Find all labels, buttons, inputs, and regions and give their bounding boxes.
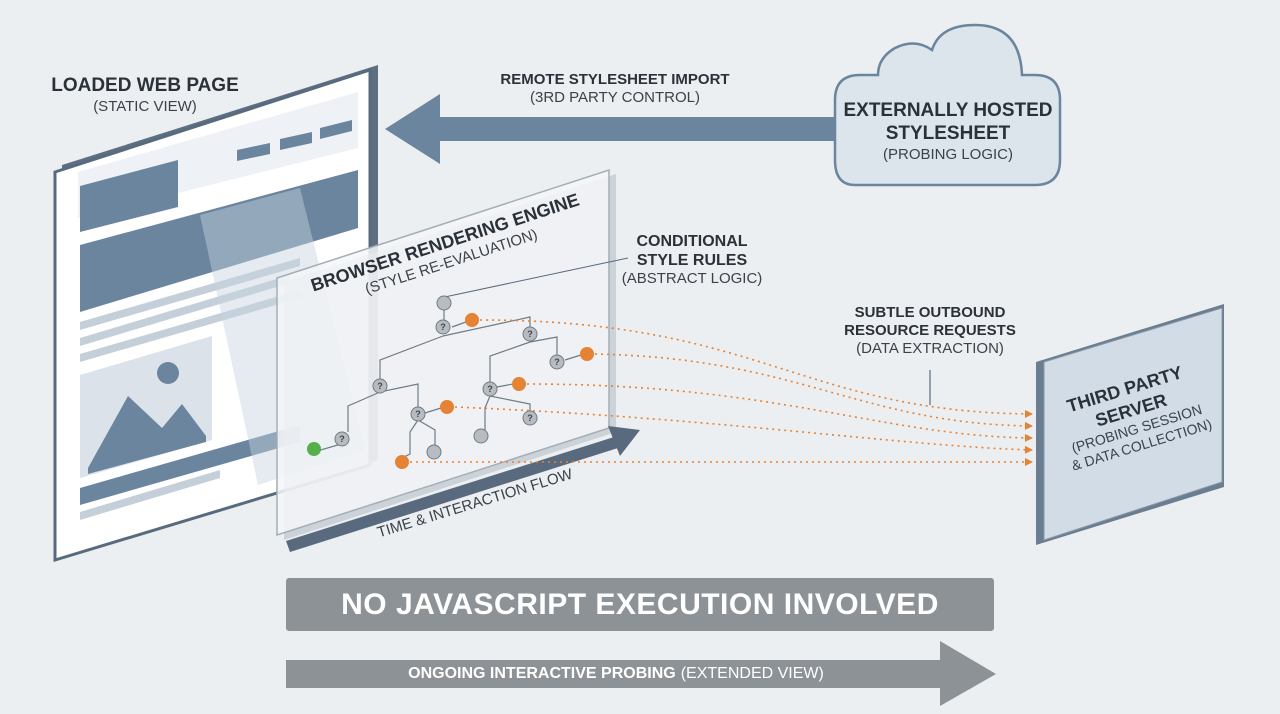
page-header-bar <box>80 160 178 232</box>
probing-label-normal: (EXTENDED VIEW) <box>680 665 824 682</box>
server-panel <box>1036 304 1224 545</box>
tree-node-question <box>522 410 538 426</box>
svg-text:?: ? <box>415 409 421 419</box>
tree-node-triggered <box>440 400 454 414</box>
import-arrow <box>385 94 838 164</box>
rules-label: CONDITIONAL STYLE RULES (ABSTRACT LOGIC) <box>612 232 772 288</box>
web-page-title: LOADED WEB PAGE <box>51 75 239 96</box>
tree-node-question <box>522 326 538 342</box>
svg-text:?: ? <box>527 329 533 339</box>
no-javascript-banner: NO JAVASCRIPT EXECUTION INVOLVED <box>286 578 994 631</box>
image-mountain-icon <box>88 396 206 474</box>
rules-title-line2: STYLE RULES <box>636 252 748 270</box>
import-label: REMOTE STYLESHEET IMPORT (3RD PARTY CONT… <box>480 71 750 107</box>
import-subtitle: (3RD PARTY CONTROL) <box>529 89 701 106</box>
tree-node-leaf <box>473 428 489 444</box>
tree-node-matched <box>307 442 321 456</box>
outbound-requests <box>410 319 1033 466</box>
tree-nodes <box>307 295 594 469</box>
probing-label-bold: ONGOING INTERACTIVE PROBING <box>408 665 676 682</box>
svg-text:?: ? <box>440 322 446 332</box>
tree-node-triggered <box>395 455 409 469</box>
rules-title-line1: CONDITIONAL <box>636 233 748 250</box>
web-page-subtitle: (STATIC VIEW) <box>93 97 197 115</box>
requests-subtitle: (DATA EXTRACTION) <box>856 340 1004 357</box>
cloud-label: EXTERNALLY HOSTED STYLESHEET (PROBING LO… <box>838 100 1058 164</box>
rules-subtitle: (ABSTRACT LOGIC) <box>621 270 763 288</box>
tree-node-leaf <box>426 444 442 460</box>
import-title: REMOTE STYLESHEET IMPORT <box>500 71 730 88</box>
tree-node-question <box>410 406 426 422</box>
requests-title-line2: RESOURCE REQUESTS <box>844 322 1016 339</box>
cloud-subtitle: (PROBING LOGIC) <box>882 145 1013 163</box>
tree-node-triggered <box>512 377 526 391</box>
tree-node-glyphs: ? ? ? ? ? ? ? ? <box>339 322 560 444</box>
svg-text:?: ? <box>554 357 560 367</box>
outbound-request-line <box>479 319 1033 418</box>
outbound-request-line <box>594 353 1033 430</box>
tree-node-question <box>435 319 451 335</box>
probing-arrow-label: ONGOING INTERACTIVE PROBING (EXTENDED VI… <box>286 660 946 688</box>
banner-text: NO JAVASCRIPT EXECUTION INVOLVED <box>341 587 939 621</box>
tree-node-root <box>436 295 452 311</box>
cloud-title-line1: EXTERNALLY HOSTED <box>843 100 1053 121</box>
tree-node-question <box>372 378 388 394</box>
rules-leader-line <box>439 257 629 299</box>
probing-arrow <box>286 641 996 706</box>
svg-text:?: ? <box>339 434 345 444</box>
outbound-request-line <box>526 383 1033 442</box>
nav-item <box>320 120 352 139</box>
web-page-label: LOADED WEB PAGE (STATIC VIEW) <box>50 75 240 116</box>
nav-item <box>237 143 270 161</box>
nav-item <box>280 132 312 150</box>
tree-node-triggered <box>465 313 479 327</box>
decision-tree <box>313 303 582 459</box>
image-sun-icon <box>157 362 179 384</box>
time-flow-arrow <box>286 426 640 552</box>
hero-banner <box>80 170 358 312</box>
svg-text:?: ? <box>487 384 493 394</box>
svg-text:?: ? <box>377 381 383 391</box>
svg-text:?: ? <box>527 413 533 423</box>
tree-node-triggered <box>580 347 594 361</box>
cloud-title-line2: STYLESHEET <box>885 122 1011 144</box>
tree-node-question <box>549 354 565 370</box>
requests-label: SUBTLE OUTBOUND RESOURCE REQUESTS (DATA … <box>830 304 1030 358</box>
tree-node-question <box>482 381 498 397</box>
requests-title-line1: SUBTLE OUTBOUND <box>854 304 1006 321</box>
cloud-shape <box>833 23 1062 187</box>
tree-node-question <box>334 431 350 447</box>
